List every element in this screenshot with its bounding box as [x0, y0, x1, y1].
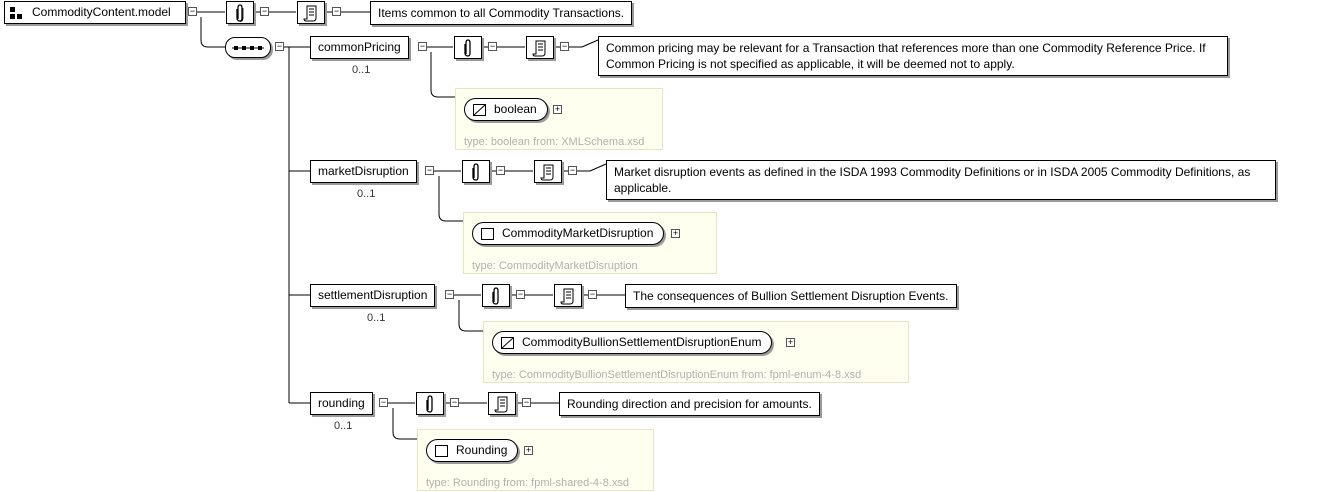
element-rounding[interactable]: rounding	[310, 392, 373, 415]
complex-type-icon	[481, 227, 494, 240]
type-card-rounding: Rounding + type: Rounding from: fpml-sha…	[417, 429, 654, 491]
expand-toggle-icon[interactable]: +	[671, 228, 680, 238]
scroll-icon[interactable]	[554, 284, 582, 307]
collapse-toggle-icon[interactable]: −	[516, 289, 525, 299]
complex-type-icon	[435, 444, 448, 457]
occurrence-label: 0..1	[367, 312, 386, 324]
element-common-pricing[interactable]: commonPricing	[310, 36, 409, 59]
collapse-toggle-icon[interactable]: −	[275, 41, 284, 51]
collapse-toggle-icon[interactable]: −	[450, 397, 459, 407]
scroll-icon[interactable]	[488, 392, 516, 415]
collapse-toggle-icon[interactable]: −	[560, 41, 569, 51]
scroll-icon[interactable]	[534, 160, 562, 183]
scroll-icon[interactable]	[297, 1, 325, 24]
paperclip-icon[interactable]	[226, 1, 254, 24]
root-documentation: Items common to all Commodity Transactio…	[370, 1, 633, 25]
type-card-common-pricing: boolean + type: boolean from: XMLSchema.…	[455, 88, 663, 150]
occurrence-label: 0..1	[334, 420, 353, 432]
common-pricing-documentation: Common pricing may be relevant for a Tra…	[598, 36, 1228, 76]
collapse-toggle-icon[interactable]: −	[496, 165, 505, 175]
type-card-settlement-disruption: CommodityBullionSettlementDisruptionEnum…	[483, 321, 909, 383]
collapse-toggle-icon[interactable]: −	[588, 289, 597, 299]
type-caption: type: boolean from: XMLSchema.xsd	[464, 136, 645, 148]
type-caption: type: CommodityMarketDisruption	[472, 260, 638, 272]
paperclip-icon[interactable]	[482, 284, 510, 307]
paperclip-icon[interactable]	[462, 160, 490, 183]
collapse-toggle-icon[interactable]: −	[522, 397, 531, 407]
occurrence-label: 0..1	[352, 64, 371, 76]
expand-toggle-icon[interactable]: +	[786, 337, 795, 347]
root-model-group[interactable]: CommodityContent.model	[4, 1, 186, 24]
paperclip-icon[interactable]	[416, 392, 444, 415]
element-settlement-disruption[interactable]: settlementDisruption	[310, 284, 436, 307]
expand-toggle-icon[interactable]: +	[553, 104, 562, 114]
market-disruption-documentation: Market disruption events as defined in t…	[606, 160, 1276, 200]
settlement-disruption-documentation: The consequences of Bullion Settlement D…	[625, 284, 957, 308]
type-caption: type: CommodityBullionSettlementDisrupti…	[492, 369, 862, 381]
occurrence-label: 0..1	[357, 188, 376, 200]
collapse-toggle-icon[interactable]: −	[418, 41, 427, 51]
element-market-disruption[interactable]: marketDisruption	[310, 160, 417, 183]
rounding-documentation: Rounding direction and precision for amo…	[559, 392, 820, 416]
sequence-compositor-icon[interactable]	[225, 37, 271, 58]
collapse-toggle-icon[interactable]: −	[332, 6, 341, 16]
expand-toggle-icon[interactable]: +	[524, 445, 533, 455]
simple-type-icon	[501, 336, 514, 349]
collapse-toggle-icon[interactable]: −	[488, 41, 497, 51]
simple-type-box[interactable]: boolean	[464, 98, 548, 121]
type-card-market-disruption: CommodityMarketDisruption + type: Commod…	[463, 212, 717, 274]
model-group-icon	[10, 6, 22, 19]
collapse-toggle-icon[interactable]: −	[188, 6, 197, 16]
scroll-icon[interactable]	[526, 36, 554, 59]
complex-type-box[interactable]: Rounding	[426, 439, 519, 462]
collapse-toggle-icon[interactable]: −	[260, 6, 269, 16]
collapse-toggle-icon[interactable]: −	[568, 165, 577, 175]
collapse-toggle-icon[interactable]: −	[425, 165, 434, 175]
collapse-toggle-icon[interactable]: −	[379, 397, 388, 407]
root-label: CommodityContent.model	[32, 5, 171, 19]
paperclip-icon[interactable]	[454, 36, 482, 59]
simple-type-icon	[473, 103, 486, 116]
simple-type-box[interactable]: CommodityBullionSettlementDisruptionEnum	[492, 331, 773, 354]
complex-type-box[interactable]: CommodityMarketDisruption	[472, 222, 665, 245]
type-caption: type: Rounding from: fpml-shared-4-8.xsd	[426, 477, 629, 489]
collapse-toggle-icon[interactable]: −	[445, 289, 454, 299]
